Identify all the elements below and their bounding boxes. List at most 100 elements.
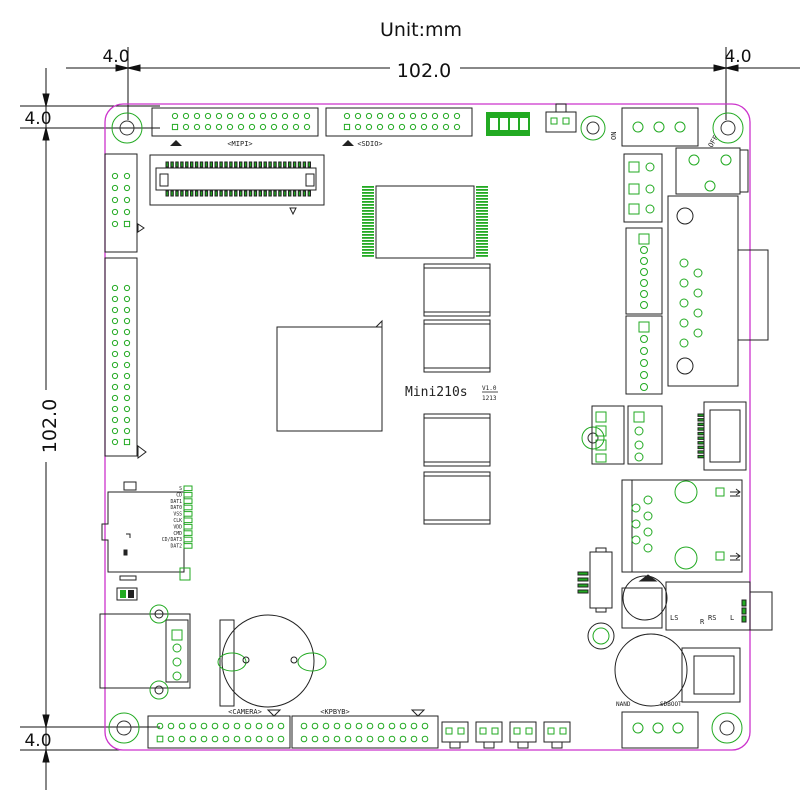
header-pin: [399, 722, 407, 730]
sd-boot-label: SDBOOT: [660, 701, 682, 708]
header-pin: [111, 405, 119, 413]
header-pin: [431, 112, 439, 120]
eth-pin: [631, 535, 641, 545]
sd-pad: [183, 517, 193, 524]
header-pin: [365, 123, 373, 131]
nand-pad: [362, 237, 374, 239]
off-label: OFF: [707, 134, 720, 149]
header-pin: [237, 123, 245, 131]
eth-pin: [643, 527, 653, 537]
header-pin: [255, 722, 263, 730]
right-header-2: [625, 227, 663, 315]
header-pin: [182, 112, 190, 120]
header-pin: [387, 112, 395, 120]
power-switch-header: [621, 107, 699, 147]
sdio-label: <SDIO>: [357, 140, 382, 148]
flex-pin: [292, 161, 297, 168]
header-pin: [111, 339, 119, 347]
header-pin: [421, 722, 429, 730]
nand-pad: [476, 231, 488, 233]
header-pin: [277, 735, 285, 743]
db9-serial-connector: [667, 195, 769, 387]
nand-pad: [362, 189, 374, 191]
flex-pin: [165, 190, 169, 197]
header-pin: [123, 405, 131, 413]
header-pin-square: [343, 123, 351, 131]
header-pin: [111, 361, 119, 369]
header-pin: [200, 735, 208, 743]
header-pin: [123, 317, 131, 325]
flex-pin: [190, 161, 194, 168]
nand-pad: [476, 252, 488, 254]
misc-pad: [577, 583, 589, 588]
header-pin: [200, 722, 208, 730]
header-pin: [111, 220, 119, 228]
header-pin: [123, 295, 131, 303]
header-pin: [640, 359, 648, 367]
right-header-3: [625, 315, 663, 395]
left-offset-label: 4.0: [102, 47, 129, 67]
nand-pad: [362, 186, 374, 188]
flex-pin: [268, 161, 272, 168]
nand-pad: [476, 219, 488, 221]
top-offset-label: 4.0: [24, 109, 51, 129]
usb-pad: [697, 418, 705, 422]
nand-pad: [362, 192, 374, 194]
header-pin-square: [171, 123, 179, 131]
header-pin: [343, 112, 351, 120]
flex-pin: [199, 161, 204, 168]
header-pin-square: [123, 220, 131, 228]
nand-pad: [362, 225, 374, 227]
flex-pin: [258, 161, 263, 168]
flex-pin: [239, 161, 243, 168]
header-pin: [366, 735, 374, 743]
flex-pin: [278, 190, 282, 197]
nand-pad: [362, 246, 374, 248]
header-pin: [111, 196, 119, 204]
flex-pin: [180, 161, 184, 168]
header-pin: [167, 722, 175, 730]
nand-pad: [362, 198, 374, 200]
flex-pin: [185, 161, 189, 168]
header-pin: [270, 112, 278, 120]
sd-pad: [183, 504, 193, 511]
header-pin-square: [123, 438, 131, 446]
flex-pin: [253, 161, 258, 168]
switch-r-label: R: [700, 618, 705, 626]
flex-pin: [209, 161, 214, 168]
nand-pad: [362, 201, 374, 203]
ethernet-rj45: [621, 479, 743, 573]
header-pin: [111, 427, 119, 435]
header-pin: [123, 306, 131, 314]
flex-pin: [204, 190, 209, 197]
nand-pad: [476, 192, 488, 194]
bottom-offset-label: 4.0: [24, 731, 51, 751]
header-pin: [123, 196, 131, 204]
flex-pin: [273, 161, 277, 168]
flex-pin: [263, 190, 267, 197]
usb-pad: [697, 450, 705, 454]
nand-pad: [362, 219, 374, 221]
nand-pad: [476, 207, 488, 209]
header-pin: [123, 328, 131, 336]
mounting-hole-top-left: [111, 112, 143, 144]
flex-pin: [297, 161, 302, 168]
header-pin: [292, 123, 300, 131]
eth-pin: [631, 519, 641, 529]
header-pin: [322, 735, 330, 743]
camera-label: <CAMERA>: [228, 708, 262, 716]
flex-pin: [165, 161, 169, 168]
header-pin: [171, 112, 179, 120]
flex-pin: [175, 161, 179, 168]
nand-pad: [476, 246, 488, 248]
header-pin: [322, 722, 330, 730]
header-pin: [398, 123, 406, 131]
nand-pad: [362, 222, 374, 224]
sd-pin-label: DAT1: [170, 499, 182, 505]
header-pin: [640, 257, 648, 265]
eth-pin: [643, 495, 653, 505]
header-pin: [123, 284, 131, 292]
sd-pin-label: CMD: [173, 531, 182, 537]
nand-flash-chip: [362, 185, 488, 259]
sd-pin-label: DAT2: [170, 544, 182, 550]
